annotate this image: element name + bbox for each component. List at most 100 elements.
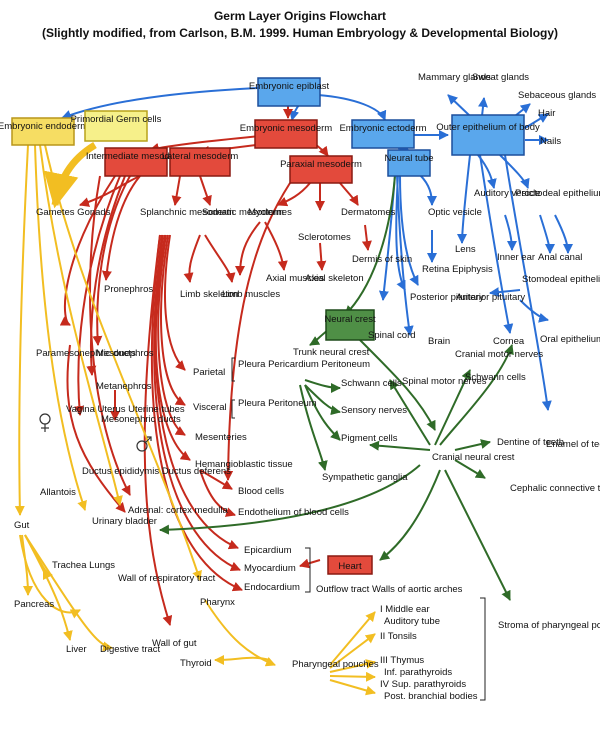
chart-title: Germ Layer Origins Flowchart bbox=[214, 9, 386, 23]
label-myocardium: Myocardium bbox=[244, 563, 296, 574]
label-digestive-tract: Digestive tract bbox=[100, 644, 161, 655]
label-sclerotomes: Sclerotomes bbox=[298, 232, 351, 243]
label-anal-canal: Anal canal bbox=[538, 252, 582, 263]
svg-text:Neural tube: Neural tube bbox=[384, 153, 433, 164]
label-anterior-pituitary: Anterior pituitary bbox=[456, 292, 525, 303]
label-metanephros: Metanephros bbox=[96, 381, 152, 392]
label-cornea: Cornea bbox=[493, 336, 525, 347]
label-myotomes: Myotomes bbox=[248, 207, 292, 218]
label-schwann-cells-trunk: Schwann cells bbox=[341, 378, 402, 389]
label-hemangioblastic-tissue: Hemangioblastic tissue bbox=[195, 459, 293, 470]
label-urinary-bladder: Urinary bladder bbox=[92, 516, 157, 527]
label-retina-epiphysis: Retina Epiphysis bbox=[422, 264, 493, 275]
label-schwann-cells-cranial: Schwann cells bbox=[465, 372, 526, 383]
label-optic-vesicle: Optic vesicle bbox=[428, 207, 482, 218]
label-wall-of-gut: Wall of gut bbox=[152, 638, 197, 649]
box-lateral-mesoderm: Lateral mesoderm bbox=[162, 147, 239, 177]
label-endocardium: Endocardium bbox=[244, 582, 300, 593]
label-adrenal: Adrenal: cortex medulla bbox=[128, 505, 229, 516]
label-stroma: Stroma of pharyngeal pouch derivatives bbox=[498, 620, 600, 631]
box-embryonic-endoderm: Embryonic endoderm bbox=[0, 117, 88, 146]
label-lens: Lens bbox=[455, 244, 476, 255]
label-sensory-nerves: Sensory nerves bbox=[341, 405, 407, 416]
svg-text:Embryonic mesoderm: Embryonic mesoderm bbox=[240, 123, 332, 134]
label-axial-skeleton: Axial skeleton bbox=[305, 273, 364, 284]
label-somatic-mesoderm: Somatic mesoderm bbox=[202, 207, 284, 218]
label-pronephros: Pronephros bbox=[104, 284, 153, 295]
label-pharyngeal-list-2: II Tonsils bbox=[380, 631, 417, 642]
label-hair: Hair bbox=[538, 108, 555, 119]
female-symbol-icon bbox=[39, 413, 51, 432]
label-dermatomes: Dermatomes bbox=[341, 207, 396, 218]
svg-text:Primordial Germ cells: Primordial Germ cells bbox=[71, 114, 162, 125]
label-pleura-pericardium-peritoneum: Pleura Pericardium Peritoneum bbox=[238, 359, 370, 370]
svg-text:Neural crest: Neural crest bbox=[324, 314, 376, 325]
label-pharyngeal-list-0: I Middle ear bbox=[380, 604, 430, 615]
svg-text:Embryonic ectoderm: Embryonic ectoderm bbox=[339, 123, 426, 134]
label-endothelium: Endothelium of blood cells bbox=[238, 507, 349, 518]
male-symbol-icon bbox=[136, 436, 152, 452]
label-limb-muscles: Limb muscles bbox=[222, 289, 280, 300]
brace-heart bbox=[305, 547, 311, 593]
svg-text:Embryonic endoderm: Embryonic endoderm bbox=[0, 121, 88, 132]
label-sebaceous-glands: Sebaceous glands bbox=[518, 90, 596, 101]
label-wall-of-respiratory-tract: Wall of respiratory tract bbox=[118, 573, 216, 584]
svg-text:Heart: Heart bbox=[338, 561, 362, 572]
label-nails: Nails bbox=[540, 136, 561, 147]
label-parietal: Parietal bbox=[193, 367, 225, 378]
neural-crest-arrows bbox=[159, 174, 514, 601]
label-mesonephric-ducts: Mesonephric ducts bbox=[101, 414, 181, 425]
label-pharyngeal-pouches: Pharyngeal pouches bbox=[292, 659, 379, 670]
svg-text:Outer epithelium of body: Outer epithelium of body bbox=[436, 122, 540, 133]
brace-pharyngeal-list bbox=[480, 597, 486, 701]
label-ductus-epididymis: Ductus epididymis Ductus deferens bbox=[82, 466, 231, 477]
label-pharyngeal-list-5: IV Sup. parathyroids bbox=[380, 679, 466, 690]
label-trachea-lungs: Trachea Lungs bbox=[52, 560, 115, 571]
label-pancreas: Pancreas bbox=[14, 599, 54, 610]
svg-text:Paraxial mesoderm: Paraxial mesoderm bbox=[280, 159, 362, 170]
label-gut: Gut bbox=[14, 520, 30, 531]
label-vagina-uterus: Vagina Uterus Uterine tubes bbox=[66, 404, 185, 415]
box-outer-epithelium: Outer epithelium of body bbox=[436, 114, 540, 156]
label-epicardium: Epicardium bbox=[244, 545, 292, 556]
box-intermediate-mesoderm: Intermediate mesoderm bbox=[86, 147, 186, 177]
box-paraxial-mesoderm: Paraxial mesoderm bbox=[280, 155, 362, 184]
box-embryonic-epiblast: Embryonic epiblast bbox=[249, 77, 330, 107]
label-mesonephros: Mesonephros bbox=[96, 348, 154, 359]
box-neural-tube: Neural tube bbox=[384, 149, 434, 177]
label-auditory-vesicle: Auditory vesicle bbox=[474, 188, 541, 199]
box-embryonic-mesoderm: Embryonic mesoderm bbox=[240, 119, 332, 149]
label-thyroid: Thyroid bbox=[180, 658, 212, 669]
label-allantois: Allantois bbox=[40, 487, 76, 498]
brace-visceral bbox=[231, 399, 235, 419]
label-pharynx: Pharynx bbox=[200, 597, 235, 608]
ectoderm-arrows bbox=[61, 87, 573, 411]
label-gametes-gonads: Gametes Gonads bbox=[36, 207, 111, 218]
brace-parietal bbox=[231, 357, 235, 382]
label-pharyngeal-list-4: Inf. parathyroids bbox=[384, 667, 452, 678]
label-pleura-peritoneum: Pleura Peritoneum bbox=[238, 398, 317, 409]
label-trunk-neural-crest: Trunk neural crest bbox=[293, 347, 370, 358]
label-pharyngeal-list-3: III Thymus bbox=[380, 655, 424, 666]
box-neural-crest: Neural crest bbox=[324, 309, 376, 341]
label-cranial-motor-nerves: Cranial motor nerves bbox=[455, 349, 543, 360]
svg-text:Intermediate mesoderm: Intermediate mesoderm bbox=[86, 151, 186, 162]
label-oral-epithelium: Oral epithelium bbox=[540, 334, 600, 345]
label-mammary-glands: Mammary glands bbox=[418, 72, 491, 83]
label-liver: Liver bbox=[66, 644, 87, 655]
label-axial-muscles: Axial muscles bbox=[266, 273, 324, 284]
label-spinal-motor-nerves: Spinal motor nerves bbox=[402, 376, 487, 387]
label-paramesonephric-ducts: Paramesonephric ducts bbox=[36, 348, 136, 359]
label-visceral: Visceral bbox=[193, 402, 227, 413]
label-cranial-neural-crest: Cranial neural crest bbox=[432, 452, 515, 463]
endoderm-arrows bbox=[14, 141, 376, 696]
svg-text:Embryonic epiblast: Embryonic epiblast bbox=[249, 81, 330, 92]
svg-text:Lateral mesoderm: Lateral mesoderm bbox=[162, 151, 239, 162]
label-pharyngeal-list-6: Post. branchial bodies bbox=[384, 691, 478, 702]
label-enamel-of-teeth: Enamel of teeth bbox=[546, 439, 600, 450]
braces bbox=[231, 357, 486, 701]
label-mesenteries: Mesenteries bbox=[195, 432, 247, 443]
label-inner-ear: Inner ear bbox=[497, 252, 535, 263]
label-dentine-of-teeth: Dentine of teeth bbox=[497, 437, 564, 448]
